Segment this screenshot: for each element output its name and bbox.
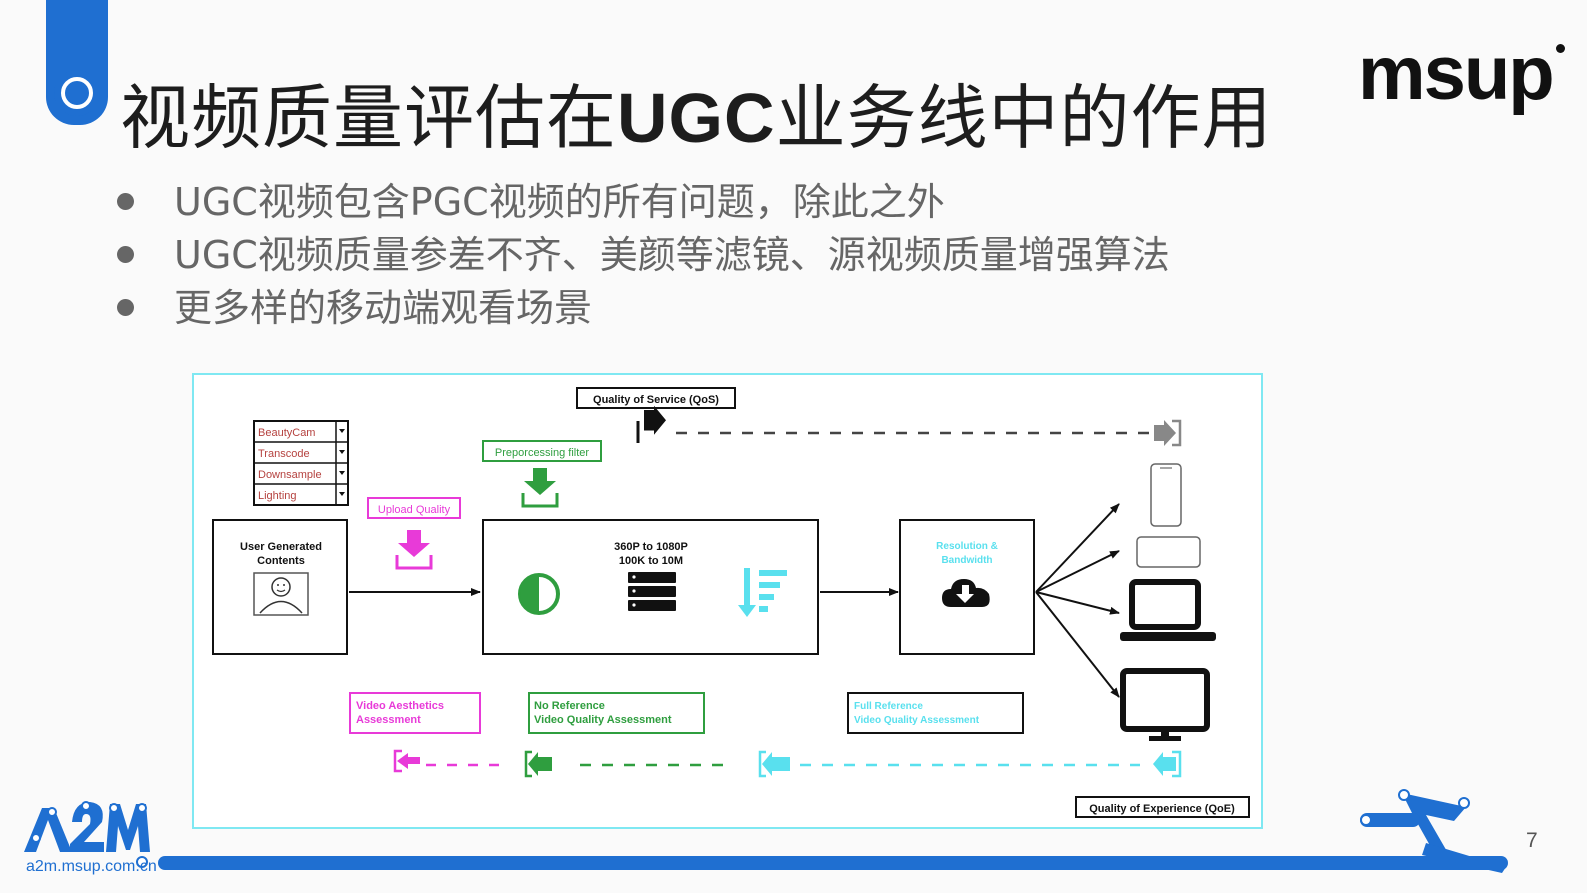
filter-list: BeautyCam Transcode Downsample Lighting: [253, 420, 349, 506]
dropdown-icon: [339, 471, 345, 475]
bullet-icon: [117, 299, 134, 316]
spec-bitrate: 100K to 10M: [619, 555, 683, 567]
bullet-icon: [117, 193, 134, 210]
sort-descending-icon: [738, 568, 787, 617]
dropdown-icon: [339, 450, 345, 454]
footer-bar: [158, 856, 1508, 870]
vaa-box: [349, 692, 481, 734]
desktop-monitor-icon: [1120, 668, 1210, 741]
qos-label-box: [576, 387, 736, 409]
contrast-icon: [518, 573, 560, 615]
filter-downsample: Downsample: [258, 469, 322, 481]
bullet-item: 更多样的移动端观看场景: [110, 282, 1170, 335]
preprocess-download-icon: [521, 468, 559, 508]
smartphone-icon: [1150, 463, 1182, 527]
user-avatar-icon: [253, 572, 309, 616]
qoe-label-box: [1075, 796, 1250, 818]
preprocessing-box: [482, 440, 602, 462]
fr-vqa-label-line1: Full Reference: [854, 701, 923, 712]
laptop-icon: [1120, 579, 1216, 641]
msup-logo: msup: [1358, 31, 1555, 116]
filter-beautycam: BeautyCam: [258, 427, 315, 439]
ring-icon: [54, 70, 100, 116]
ugc-pipeline-diagram: Quality of Service (QoS) BeautyCam Trans…: [212, 387, 1250, 818]
page-number: 7: [1526, 829, 1538, 852]
logo-registered-mark: [1556, 44, 1565, 53]
ugc-pipeline-figure: Quality of Service (QoS) BeautyCam Trans…: [192, 373, 1263, 829]
qoe-label: Quality of Experience (QoE): [1089, 803, 1235, 815]
bullet-item: UGC视频质量参差不齐、美颜等滤镜、源视频质量增强算法: [110, 229, 1170, 282]
cyan-return-icon: [758, 750, 790, 778]
upload-quality-label: Upload Quality: [378, 504, 451, 516]
slide-title: 视频质量评估在UGC业务线中的作用: [120, 77, 1273, 159]
enter-icon: [636, 405, 666, 443]
fanout-arrow-tablet: [1035, 550, 1120, 593]
filter-transcode: Transcode: [258, 448, 310, 460]
ugc-label-line2: Contents: [257, 555, 305, 567]
qos-label: Quality of Service (QoS): [593, 394, 719, 406]
resolution-label-line2: Bandwidth: [941, 555, 992, 566]
server-stack-icon: [628, 572, 676, 611]
cyan-start-icon: [1153, 750, 1182, 778]
spec-resolution: 360P to 1080P: [614, 541, 688, 553]
fanout-arrow-phone: [1035, 503, 1120, 593]
cloud-download-icon: [942, 579, 990, 607]
resolution-label-line1: Resolution &: [936, 541, 998, 552]
filter-lighting: Lighting: [258, 490, 297, 502]
nr-vqa-box: [528, 692, 705, 734]
green-return-icon: [524, 750, 552, 778]
magenta-return-icon: [393, 749, 420, 773]
fanout-arrow-monitor: [1035, 591, 1120, 698]
fr-vqa-label-line2: Video Quality Assessment: [854, 715, 980, 726]
nr-vqa-label-line1: No Reference: [534, 700, 605, 712]
upload-download-icon: [395, 530, 433, 570]
vaa-label-line2: Assessment: [356, 714, 421, 726]
bullet-list: UGC视频包含PGC视频的所有问题，除此之外 UGC视频质量参差不齐、美颜等滤镜…: [110, 176, 1170, 335]
dropdown-icon: [339, 429, 345, 433]
bullet-icon: [117, 246, 134, 263]
fr-vqa-box: [847, 692, 1024, 734]
dropdown-icon: [339, 492, 345, 496]
tablet-landscape-icon: [1136, 536, 1201, 568]
title-accent-tab: [46, 0, 108, 125]
footer-url: a2m.msup.com.cn: [26, 858, 157, 875]
ugc-label-line1: User Generated: [240, 541, 322, 553]
nr-vqa-label-line2: Video Quality Assessment: [534, 714, 672, 726]
bullet-item: UGC视频包含PGC视频的所有问题，除此之外: [110, 176, 1170, 229]
preprocessing-label: Preporcessing filter: [495, 447, 589, 459]
a2m-logo-icon: [24, 801, 150, 868]
fanout-arrow-laptop: [1035, 591, 1120, 615]
exit-icon: [1154, 419, 1182, 447]
upload-quality-box: [367, 497, 461, 519]
vaa-label-line1: Video Aesthetics: [356, 700, 444, 712]
